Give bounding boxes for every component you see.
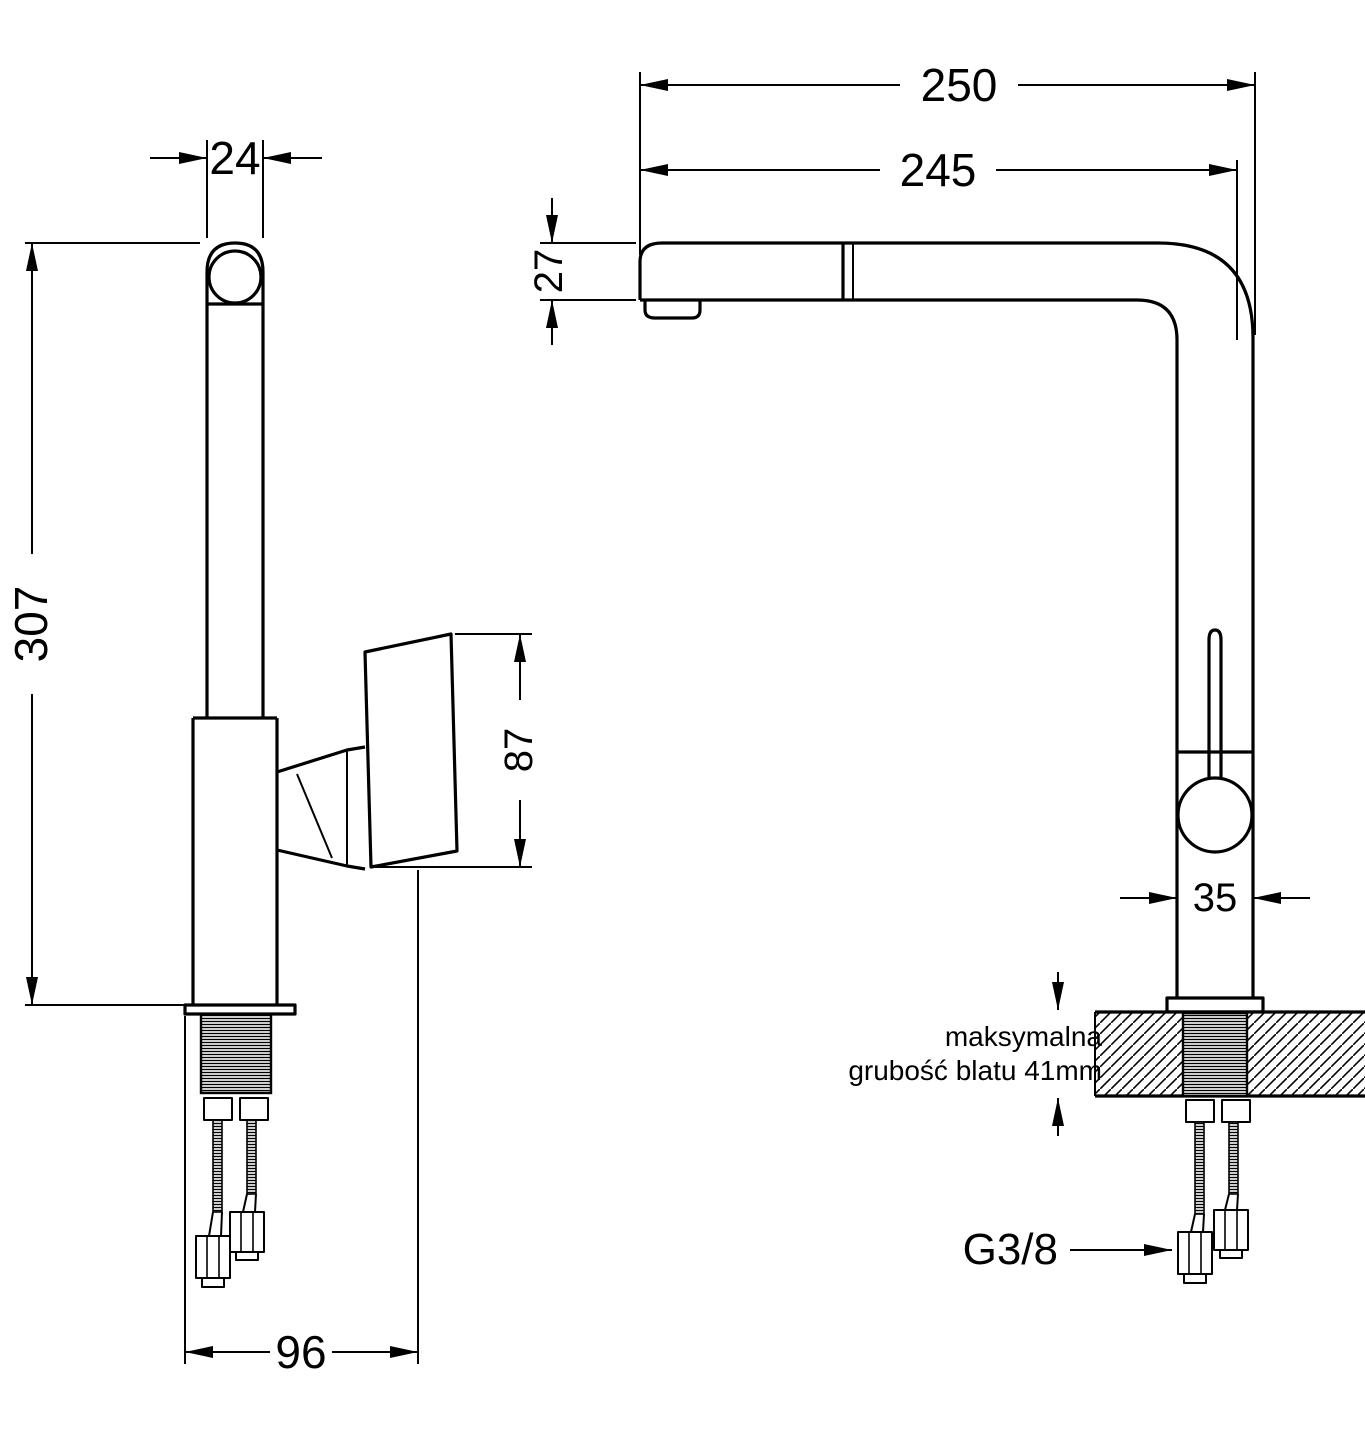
front-base-flange [1165, 996, 1265, 1014]
side-handle-neck [276, 745, 366, 871]
dim-label-250: 250 [921, 59, 998, 111]
dim-spout-top-width: 24 [150, 132, 322, 238]
dim-label-35: 35 [1193, 876, 1238, 920]
front-aerator [643, 300, 702, 320]
countertop-note-line1: maksymalna [945, 1021, 1103, 1052]
countertop-thickness: maksymalna grubość blatu 41mm [848, 972, 1102, 1136]
dim-overall-reach: 250 [639, 59, 1256, 335]
side-view: 24 307 87 96 [5, 132, 542, 1378]
front-view: 250 245 27 35 maksymalna [527, 59, 1365, 1284]
dim-label-245: 245 [900, 144, 977, 196]
front-lever-rod [1207, 628, 1223, 778]
dim-body-width: 35 [1120, 876, 1310, 920]
side-hose-nut-right [229, 1211, 265, 1253]
countertop-note-line2: grubość blatu 41mm [848, 1055, 1102, 1086]
thread-size-label: G3/8 [963, 1225, 1058, 1274]
countertop [1094, 1010, 1365, 1098]
side-base-flange [183, 1003, 297, 1016]
front-mounting-hardware [1177, 1099, 1251, 1284]
dim-label-27: 27 [527, 249, 571, 294]
front-hose-nut-left [1177, 1231, 1213, 1275]
side-hose-nut-left [195, 1235, 231, 1279]
front-hose-nut-right [1213, 1209, 1249, 1251]
thread-callout: G3/8 [963, 1225, 1172, 1274]
dim-label-24: 24 [209, 132, 260, 184]
dim-label-87: 87 [497, 728, 541, 773]
side-spout-riser [205, 241, 265, 718]
side-threaded-shank [199, 1012, 273, 1095]
dim-total-height: 307 [5, 242, 200, 1006]
dim-spout-drop: 27 [527, 198, 636, 345]
side-spout-outlet-circle [207, 249, 263, 305]
front-spout-inner [640, 298, 1179, 998]
front-threaded-shank [1181, 1011, 1249, 1098]
side-handle-lever [363, 632, 459, 869]
front-lever-ball [1176, 776, 1254, 854]
side-mounting-hardware [195, 1097, 269, 1288]
dim-label-307: 307 [5, 586, 57, 663]
dim-base-span: 96 [184, 870, 419, 1378]
dim-label-96: 96 [275, 1326, 326, 1378]
dim-spout-reach: 245 [640, 144, 1238, 340]
dim-handle-length: 87 [373, 633, 542, 868]
front-spout-outer [638, 241, 1255, 998]
